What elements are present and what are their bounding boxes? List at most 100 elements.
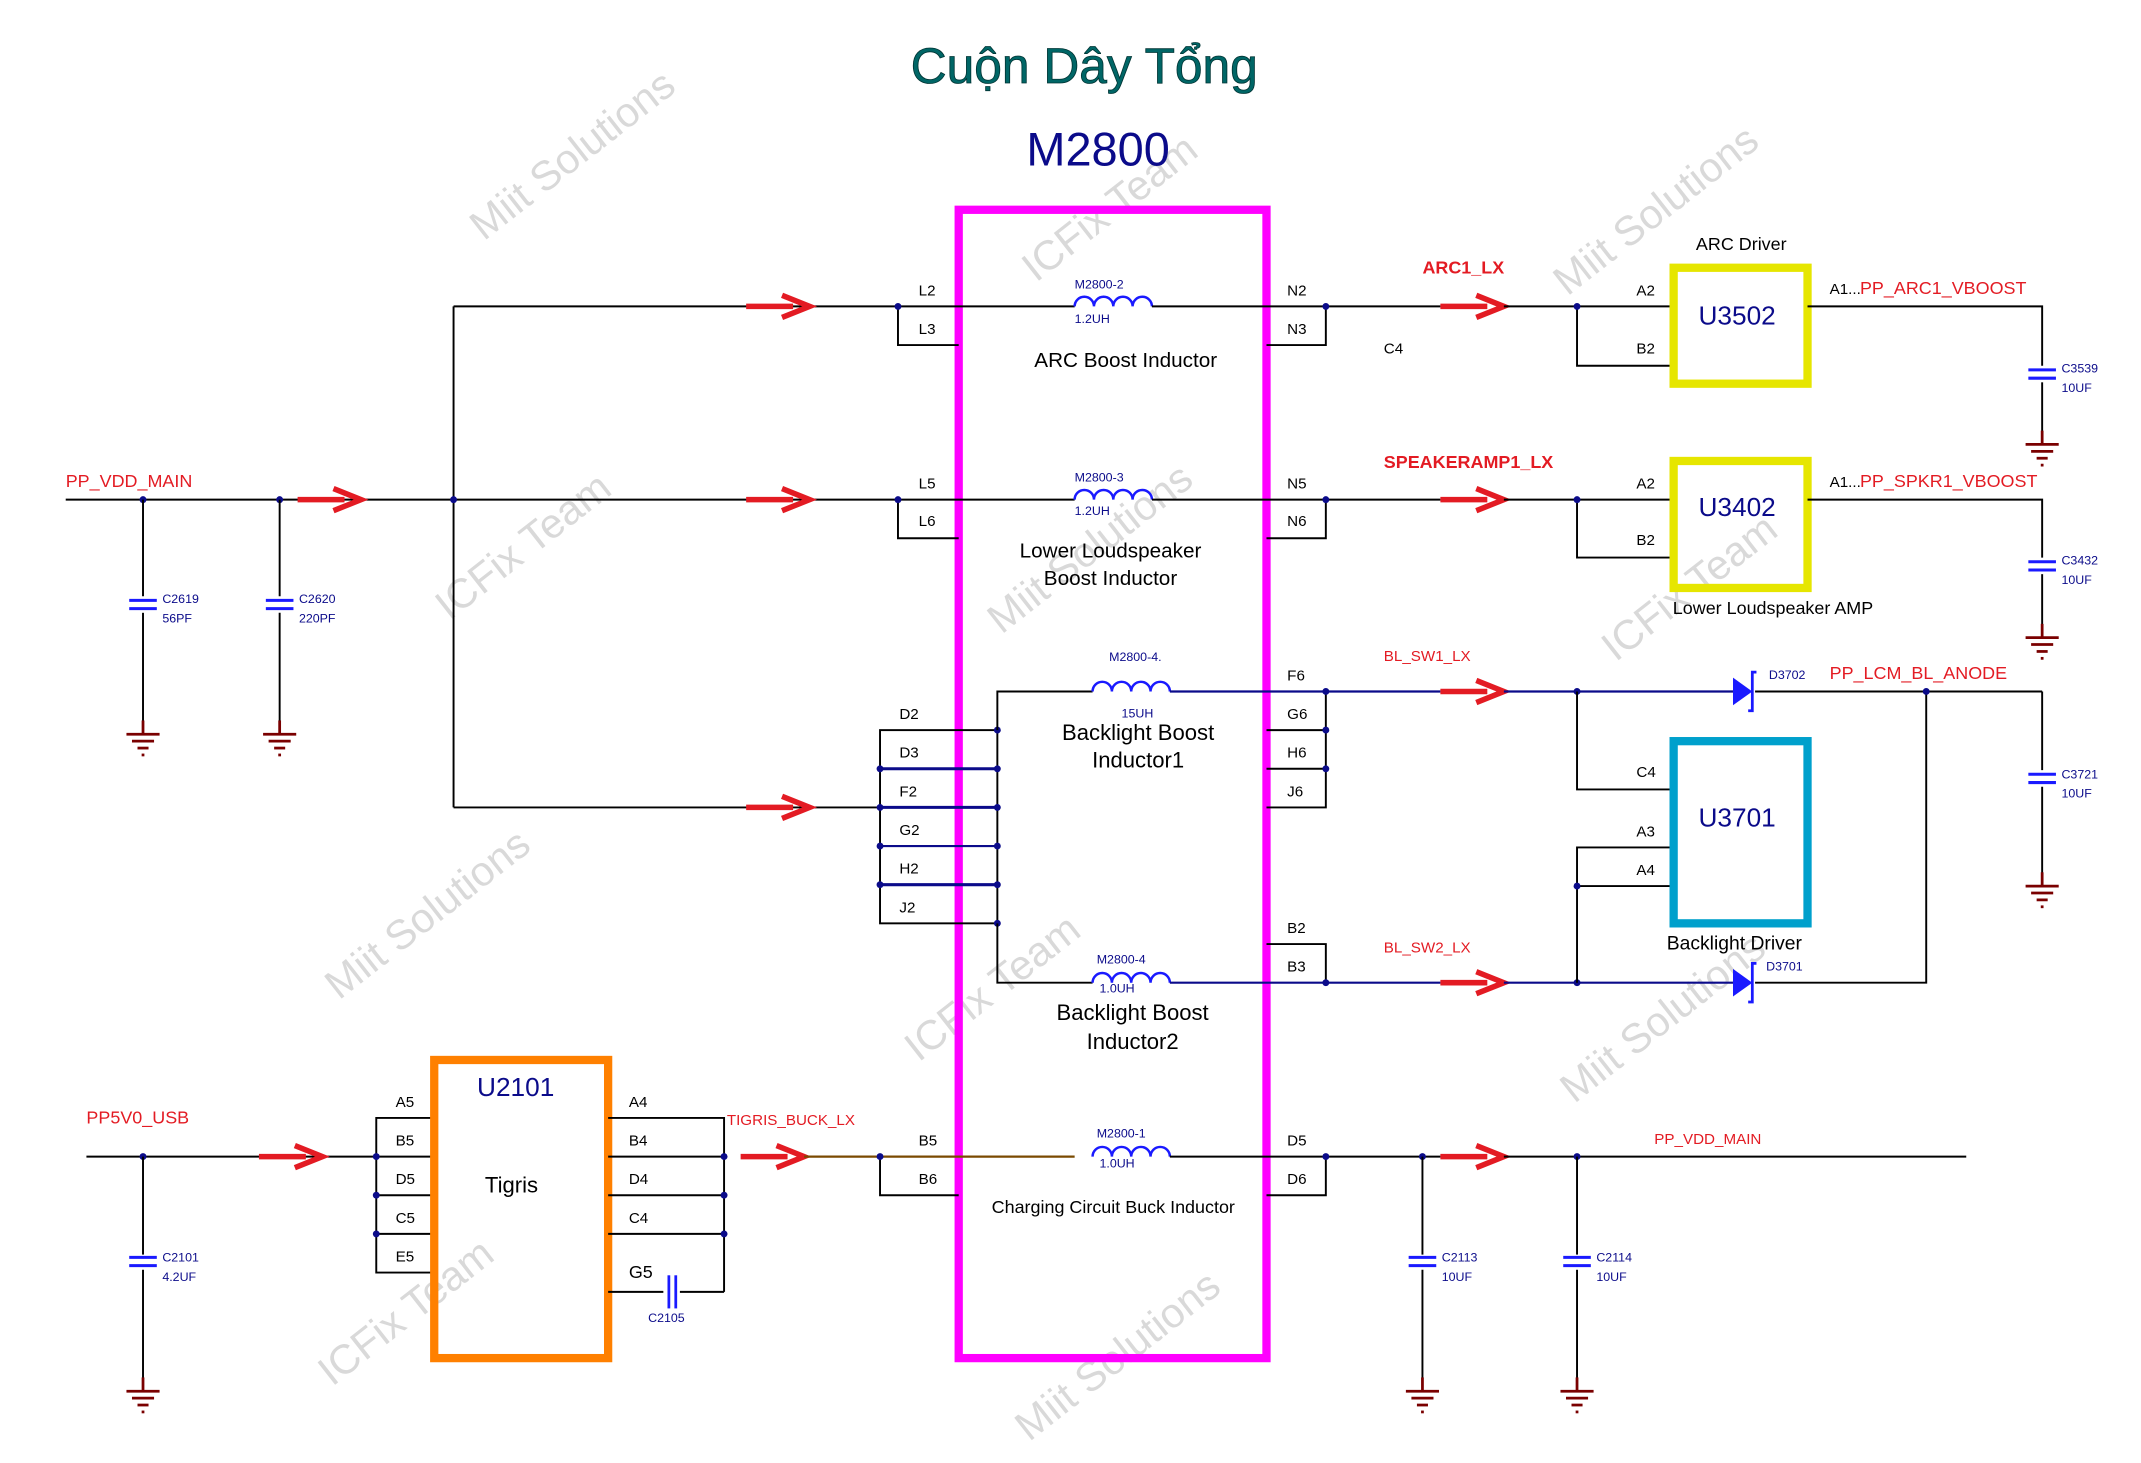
m2800-box <box>954 205 1271 1363</box>
pin-label: A2 <box>1636 282 1655 299</box>
pin-label: C5 <box>396 1210 415 1227</box>
pin-label: C4 <box>629 1210 648 1227</box>
cap-value: 56PF <box>162 611 192 625</box>
ground-icon <box>125 719 161 757</box>
pin-label: A1... <box>1830 474 1861 491</box>
ground-icon <box>2024 870 2061 909</box>
pin-label: D3 <box>899 745 918 762</box>
ic-u2101 <box>430 1055 613 1363</box>
inductor-value: 1.0UH <box>1099 1157 1134 1171</box>
inductor-ref: M2800-2 <box>1075 277 1124 291</box>
inductor-value: 1.2UH <box>1075 504 1110 518</box>
flow-arrow <box>1440 972 1503 994</box>
pin-label: L2 <box>919 282 936 299</box>
capacitor-c2114 <box>1561 1255 1593 1268</box>
u2101-right-pins: A4 B4 D4 C4 G5 C2105 <box>608 1094 728 1325</box>
net-label-pp-lcm-bl-anode: PP_LCM_BL_ANODE <box>1830 663 2007 684</box>
pin-label: D5 <box>396 1171 415 1188</box>
cap-value: 220PF <box>299 611 336 625</box>
net-label-pp-vdd-main-out: PP_VDD_MAIN <box>1654 1131 1761 1148</box>
inductor-loudspeaker: L5 L6 N5 N6 M2800-3 1.2UH Lower Loudspea… <box>894 471 1441 590</box>
pin-label: G6 <box>1287 706 1307 723</box>
inductor-label: Charging Circuit Buck Inductor <box>992 1197 1235 1217</box>
inductor-backlight-2: B2 B3 M2800-4 1.0UH Backlight Boost Indu… <box>1057 920 1441 1054</box>
pin-label: B5 <box>396 1133 415 1150</box>
net-label-pp5v0-usb: PP5V0_USB <box>86 1107 189 1128</box>
net-label-arc1-lx: ARC1_LX <box>1422 257 1504 277</box>
junction-dot <box>1573 496 1581 504</box>
pin-label: D5 <box>1287 1133 1306 1150</box>
ground-icon <box>2024 429 2061 467</box>
pin-label: A5 <box>396 1094 415 1111</box>
inductor-value: 1.2UH <box>1075 312 1110 326</box>
ic-u3502 <box>1669 263 1812 388</box>
cap-ref: C3721 <box>2061 767 2098 781</box>
inductor-value: 15UH <box>1122 707 1154 721</box>
inductor-coil-icon <box>1091 1145 1172 1158</box>
pin-label: B6 <box>919 1171 938 1188</box>
ic-name: Tigris <box>485 1172 538 1197</box>
ground-icon <box>125 1376 161 1414</box>
cap-ref: C2620 <box>299 592 336 606</box>
flow-arrow <box>1440 1146 1503 1168</box>
watermark: Miit Solutions <box>316 820 538 1008</box>
pin-label: E5 <box>396 1248 415 1265</box>
pin-label: B3 <box>1287 959 1306 976</box>
cap-ref: C2113 <box>1442 1250 1478 1264</box>
pin-label: B5 <box>919 1133 938 1150</box>
net-label-pp-vdd-main-in: PP_VDD_MAIN <box>66 471 193 492</box>
ic-ref: U2101 <box>477 1072 554 1102</box>
module-title: M2800 <box>1026 124 1169 176</box>
inductor-coil-icon <box>1091 680 1172 693</box>
wire <box>996 923 1093 984</box>
net-label-speakeramp1-lx: SPEAKERAMP1_LX <box>1384 452 1553 472</box>
pin-label: C4 <box>1636 764 1655 781</box>
cap-ref: C2619 <box>162 592 199 606</box>
pin-label: J2 <box>899 899 915 916</box>
pin-label: F6 <box>1287 667 1305 684</box>
wire <box>1576 499 1674 559</box>
net-label-tigris-buck-lx: TIGRIS_BUCK_LX <box>727 1112 855 1129</box>
page-title: Cuộn Dây Tổng <box>911 38 1258 94</box>
inductor-label: Boost Inductor <box>1044 567 1178 590</box>
inductor-ref: M2800-3 <box>1075 471 1124 485</box>
cap-value: 4.2UF <box>162 1270 196 1284</box>
wire <box>1755 691 1928 984</box>
ic-u3402 <box>1669 456 1812 593</box>
net-label-pp-spkr1-vboost: PP_SPKR1_VBOOST <box>1860 471 2037 492</box>
cap-ref: C3432 <box>2061 553 2098 567</box>
capacitor-c3721 <box>2026 772 2058 785</box>
ic-ref: U3701 <box>1698 803 1775 833</box>
pin-label: N2 <box>1287 282 1306 299</box>
pin-label: N5 <box>1287 476 1306 493</box>
net-label-pp-arc1-vboost: PP_ARC1_VBOOST <box>1860 278 2027 299</box>
cap-value: 10UF <box>1442 1270 1473 1284</box>
diode-ref: D3702 <box>1769 668 1806 682</box>
flow-arrow <box>741 1146 804 1168</box>
ground-icon <box>1559 1376 1595 1414</box>
inductor-charging: B5 B6 D5 D6 M2800-1 1.0UH Charging Circu… <box>876 1126 1441 1217</box>
pin-label: L6 <box>919 513 936 530</box>
capacitor-c2619 <box>127 598 159 611</box>
pin-label: A4 <box>629 1094 648 1111</box>
wire <box>1576 846 1674 983</box>
ground-icon <box>1404 1376 1441 1414</box>
flow-arrow <box>1440 489 1503 511</box>
inductor-arc: L2 L3 N2 N3 M2800-2 1.2UH ARC Boost Indu… <box>894 277 1441 372</box>
pin-label: A1... <box>1830 281 1861 298</box>
pin-label: L5 <box>919 476 936 493</box>
ic-ref: U3502 <box>1698 300 1775 330</box>
stray-pin-label: C4 <box>1384 340 1403 357</box>
ground-icon <box>261 719 298 757</box>
cap-ref: C2114 <box>1596 1250 1632 1264</box>
pin-label: D4 <box>629 1171 648 1188</box>
capacitor-c2113 <box>1407 1255 1438 1268</box>
ic-caption: Lower Loudspeaker AMP <box>1673 598 1873 618</box>
pin-label: B4 <box>629 1133 648 1150</box>
capacitor-c2101 <box>127 1255 159 1268</box>
pin-label: A3 <box>1636 823 1655 840</box>
net-label-bl-sw1-lx: BL_SW1_LX <box>1384 648 1471 665</box>
capacitor-c3539 <box>2026 368 2058 380</box>
pin-label: L3 <box>919 321 936 338</box>
cap-value: 10UF <box>2061 573 2092 587</box>
